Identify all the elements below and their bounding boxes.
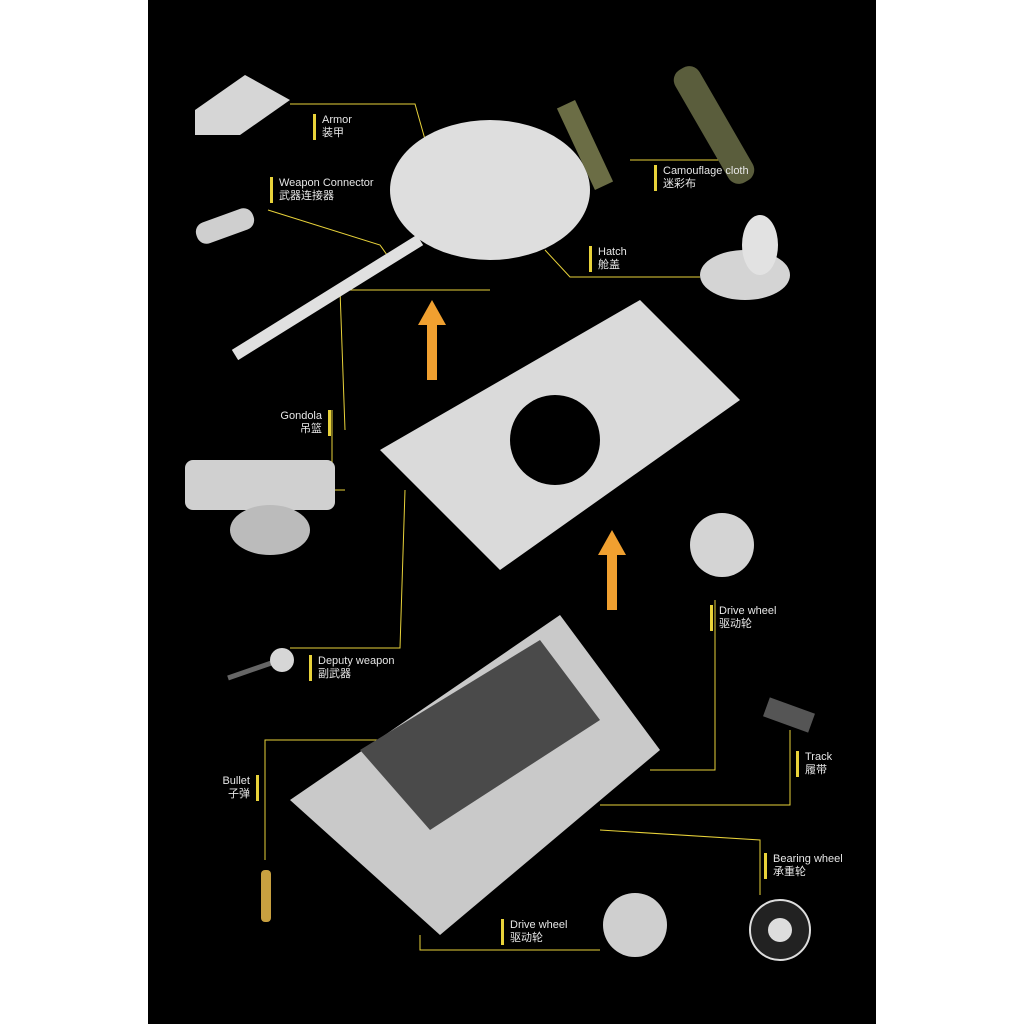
label-zh: 武器连接器 xyxy=(279,190,334,202)
turret-part xyxy=(390,120,590,260)
label-zh: 舱盖 xyxy=(598,259,620,271)
bullet-part xyxy=(261,870,271,922)
label-zh: 副武器 xyxy=(318,668,351,680)
label-en: Track xyxy=(805,751,833,763)
label-en: Gondola xyxy=(280,410,322,422)
armor-part xyxy=(195,75,290,135)
label-zh: 子弹 xyxy=(228,788,250,800)
track-part xyxy=(763,697,815,733)
label-zh: 履带 xyxy=(805,764,827,776)
label-en: Bearing wheel xyxy=(773,853,843,865)
label-zh: 驱动轮 xyxy=(510,932,543,944)
label-en: Drive wheel xyxy=(510,919,568,931)
weapon-connector-part xyxy=(195,208,255,244)
label-zh: 吊篮 xyxy=(300,423,322,435)
drive-wheel-part xyxy=(690,513,754,577)
label-zh: 迷彩布 xyxy=(663,178,696,190)
label-en: Deputy weapon xyxy=(318,655,395,667)
label-en: Camouflage cloth xyxy=(663,165,749,177)
label-zh: 装甲 xyxy=(322,127,344,139)
camouflage-part xyxy=(673,66,755,184)
deputy-weapon-part xyxy=(270,648,294,672)
label-en: Drive wheel xyxy=(719,605,777,617)
drive-wheel-bottom-part xyxy=(603,893,667,957)
label-en: Hatch xyxy=(598,246,627,258)
assembly-arrows xyxy=(418,300,626,610)
gondola-part xyxy=(185,460,335,510)
label-en: Armor xyxy=(322,114,352,126)
gun-barrel xyxy=(231,234,424,361)
label-zh: 承重轮 xyxy=(773,866,806,878)
label-en: Bullet xyxy=(222,775,250,787)
label-zh: 驱动轮 xyxy=(719,618,752,630)
label-en: Weapon Connector xyxy=(279,177,374,189)
